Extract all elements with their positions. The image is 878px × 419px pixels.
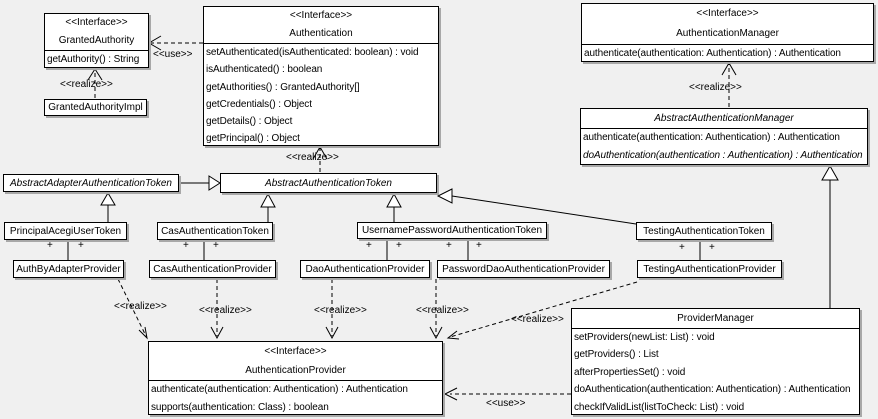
association-end-plus: + [396,240,402,251]
class-name: UsernamePasswordAuthenticationToken [361,225,543,236]
class-name: GrantedAuthority [58,35,135,46]
method: getDetails() : Object [206,116,293,128]
realize-label: <<realize>> [416,305,469,316]
class-authentication-provider: <<Interface>> AuthenticationProvider aut… [148,341,443,415]
class-provider-manager: ProviderManager setProviders(newList: Li… [571,308,860,415]
class-header: <<Interface>> GrantedAuthority [45,14,148,51]
realize-daoauthenticationprovider [325,279,339,340]
class-header: <<Interface>> AuthenticationProvider [149,342,442,381]
method: getCredentials() : Object [206,98,312,110]
use-dependency-authentication-grantedauthority [148,35,203,51]
method: getAuthority() : String [47,54,140,65]
association-end-plus: + [78,240,84,251]
method: getProviders() : List [574,349,659,361]
realize-passworddaoauthenticationprovider [429,279,443,340]
realize-grantedauthorityimpl [87,68,103,98]
use-label: <<use>> [153,49,193,60]
class-granted-authority: <<Interface>> GrantedAuthority getAuthor… [44,13,149,68]
class-authentication-manager: <<Interface>> AuthenticationManager auth… [581,3,874,62]
class-name: AuthenticationProvider [245,365,346,376]
realize-authbyadapterprovider [117,278,148,340]
realize-label: <<realize>> [60,79,113,90]
method: afterPropertiesSet() : void [574,366,686,378]
realize-abstractauthenticationmanager [721,62,737,107]
class-principal-acegi-user-token: PrincipalAcegiUserToken [4,222,127,240]
realize-label: <<realize>> [689,82,742,93]
method: setAuthenticated(isAuthenticated: boolea… [206,47,419,58]
method: supports(authentication: Class) : boolea… [151,402,329,413]
class-name: AbstractAuthenticationManager [581,109,867,129]
class-name: DaoAuthenticationProvider [305,264,425,275]
class-name: CasAuthenticationProvider [153,264,272,275]
class-header: <<Interface>> Authentication [204,7,438,44]
class-testing-authentication-provider: TestingAuthenticationProvider [637,260,782,278]
generalization-testing-token [436,188,637,225]
association-end-plus: + [709,242,715,253]
class-name: Authentication [289,28,353,39]
realize-casauthenticationprovider [210,279,224,340]
method: getPrincipal() : Object [206,133,300,145]
realize-label: <<realize>> [286,152,339,163]
class-name: GrantedAuthorityImpl [48,102,143,113]
class-abstract-adapter-authentication-token: AbstractAdapterAuthenticationToken [3,174,179,192]
association-end-plus: + [213,240,219,251]
class-password-dao-authentication-provider: PasswordDaoAuthenticationProvider [437,260,610,278]
class-name: AbstractAuthenticationToken [265,178,392,189]
class-cas-authentication-provider: CasAuthenticationProvider [149,260,276,278]
association-end-plus: + [476,240,482,251]
method: getAuthorities() : GrantedAuthority[] [206,81,360,93]
realize-abstractauthenticationtoken [312,146,328,172]
class-testing-authentication-token: TestingAuthenticationToken [636,222,772,240]
class-name: AbstractAdapterAuthenticationToken [10,178,172,189]
stereotype: <<Interface>> [289,10,353,21]
generalization-usernamepassword-token [386,192,402,222]
realize-testingauthenticationprovider [446,281,638,340]
class-abstract-authentication-manager: AbstractAuthenticationManager authentica… [580,108,868,165]
class-header: <<Interface>> AuthenticationManager [582,4,873,45]
class-authentication: <<Interface>> Authentication setAuthenti… [203,6,439,146]
stereotype: <<Interface>> [65,17,128,28]
generalization-cas-token [260,192,276,222]
method: authenticate(authentication: Authenticat… [584,48,841,59]
generalization-providermanager [821,164,839,308]
method: setProviders(newList: List) : void [574,332,715,343]
realize-label: <<realize>> [199,305,252,316]
class-name: AuthByAdapterProvider [16,264,121,275]
class-username-password-authentication-token: UsernamePasswordAuthenticationToken [357,222,547,239]
method: doAuthentication(authentication: Authent… [574,384,851,396]
class-abstract-authentication-token: AbstractAuthenticationToken [220,173,437,193]
association-end-plus: + [366,240,372,251]
class-auth-by-adapter-provider: AuthByAdapterProvider [13,260,124,278]
class-name: TestingAuthenticationToken [643,226,765,237]
association-end-plus: + [679,242,685,253]
class-cas-authentication-token: CasAuthenticationToken [157,222,273,240]
generalization-principal-token [100,192,116,222]
abstract-method: doAuthentication(authentication : Authen… [583,150,863,161]
method: authenticate(authentication: Authenticat… [583,132,840,143]
realize-label: <<realize>> [114,301,167,312]
method: checkIfValidList(listToCheck: List) : vo… [574,401,745,413]
class-name: PrincipalAcegiUserToken [9,226,122,237]
class-granted-authority-impl: GrantedAuthorityImpl [44,99,147,116]
association-end-plus: + [47,240,53,251]
association-end-plus: + [183,240,189,251]
method: isAuthenticated() : boolean [206,64,323,76]
stereotype: <<Interface>> [696,8,759,19]
method: authenticate(authentication: Authenticat… [151,384,408,395]
class-name: TestingAuthenticationProvider [643,264,776,275]
generalization-adapter-token [179,175,221,191]
class-dao-authentication-provider: DaoAuthenticationProvider [300,260,430,278]
class-name: CasAuthenticationToken [161,226,269,237]
class-name: AuthenticationManager [676,28,779,39]
realize-label: <<realize>> [314,305,367,316]
class-name: PasswordDaoAuthenticationProvider [442,264,605,275]
realize-label: <<realize>> [511,314,564,325]
use-label: <<use>> [486,398,526,409]
stereotype: <<Interface>> [264,346,327,357]
use-dependency-providermanager [443,387,571,401]
class-name: ProviderManager [572,309,859,329]
association-end-plus: + [446,240,452,251]
